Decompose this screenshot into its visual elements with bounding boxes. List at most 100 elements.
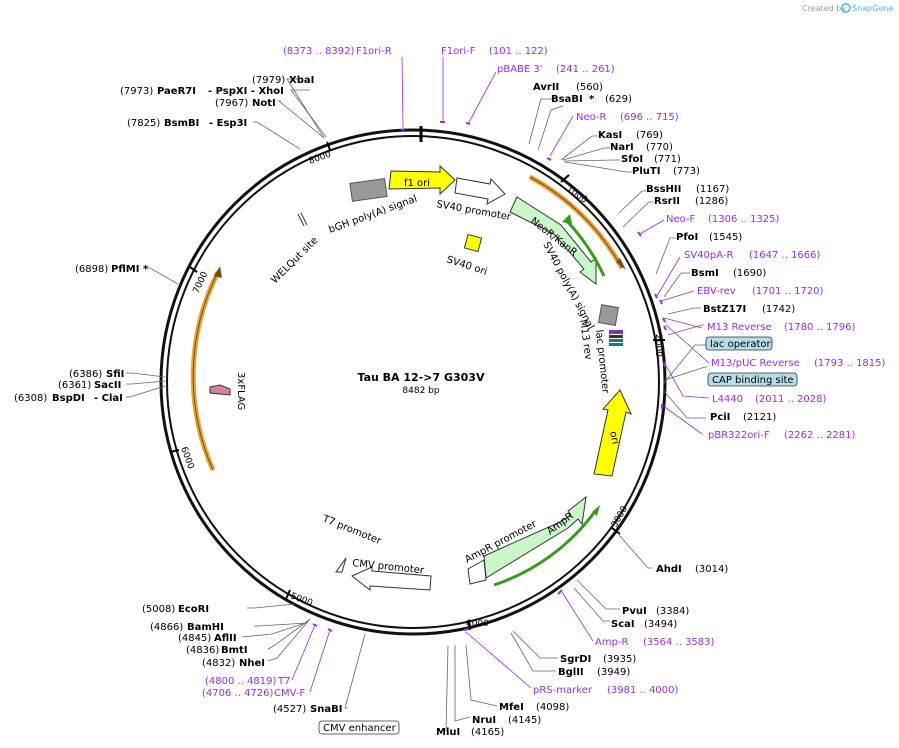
primer-l4440[interactable]: L4440(2011 .. 2028) [712,394,827,405]
site-noti[interactable]: NotI(7967) [215,98,276,109]
site-mfei[interactable]: MfeI(4098) [499,702,569,713]
site-pvui[interactable]: PvuI(3384) [622,606,689,617]
site-bamhi[interactable]: BamHI (4866) [150,622,224,633]
site-nhei[interactable]: NheI(4832) [202,658,265,669]
svg-text:SgrDI: SgrDI [560,654,591,665]
svg-text:SV40 ori: SV40 ori [445,254,488,277]
f1-ori-feature[interactable]: f1 ori [388,164,456,196]
svg-text:(773): (773) [673,166,700,177]
site-pflmi[interactable]: PflMI*(6898) [75,264,149,275]
primer-f1ori-f[interactable]: F1ori-F(101 .. 122) [441,46,548,57]
svg-text:(4866): (4866) [150,622,183,633]
ori-feature[interactable]: ori [593,389,632,477]
site-pfoi[interactable]: PfoI(1545) [676,232,742,243]
primer-pbabe3[interactable]: pBABE 3'(241 .. 261) [497,64,615,75]
site-rsrii[interactable]: RsrII (1286) [654,196,728,207]
primer-t7[interactable]: T7(4800 .. 4819) [205,676,290,687]
credit-text: Created by [802,4,846,13]
ampr-feature[interactable]: AmpR [483,495,587,579]
svg-text:CAP binding site: CAP binding site [712,375,794,386]
site-bstz17i[interactable]: BstZ17I(1742) [703,304,795,315]
svg-text:(6386): (6386) [69,369,102,380]
svg-text:AhdI: AhdI [656,564,682,575]
primer-m13-reverse[interactable]: M13 Reverse(1780 .. 1796) [707,322,856,333]
site-sfii[interactable]: SfiI(6386) [69,369,124,380]
svg-text:(3949): (3949) [597,667,630,678]
svg-text:(7973): (7973) [120,86,153,97]
svg-text:SacII: SacII [94,380,121,391]
primer-cmv-f[interactable]: CMV-F(4706 .. 4726) [202,688,305,699]
svg-text:SfoI: SfoI [621,154,643,165]
cmv-enhancer-box[interactable]: CMV enhancer [318,720,400,735]
svg-text:(4165): (4165) [471,727,504,738]
site-paer7i[interactable]: PaeR7I- PspXI - XhoI(7973) [120,86,284,97]
site-ecori[interactable]: EcoRI(5008) [142,604,209,615]
site-nrui[interactable]: NruI(4145) [472,715,541,726]
snapgene-logo [841,3,851,13]
svg-text:(4527): (4527) [273,704,306,715]
svg-text:BamHI: BamHI [187,622,224,633]
site-bmti[interactable]: BmtI(4836) [186,645,248,656]
tick-2000: 2000 [653,334,665,357]
tick-8000: 8000 [308,141,333,167]
svg-text:ori: ori [607,430,620,445]
site-bglii[interactable]: BglII (3949) [558,667,630,678]
svg-text:ScaI: ScaI [611,619,635,630]
site-sacii[interactable]: SacII(6361) [58,380,121,391]
svg-text:pBR322ori-F: pBR322ori-F [708,430,770,441]
primer-neo-f[interactable]: Neo-F(1306 .. 1325) [666,214,780,225]
svg-text:SV40pA-R: SV40pA-R [684,250,733,261]
primer-m13-puc-reverse[interactable]: M13/pUC Reverse(1793 .. 1815) [711,358,886,369]
primer-f1ori-r[interactable]: F1ori-R(8373 .. 8392) [283,46,392,57]
site-kasi[interactable]: KasI(769) [598,130,663,141]
svg-text:(6898): (6898) [75,264,108,275]
site-bsmi[interactable]: BsmI(1690) [691,268,766,279]
cmv-promoter-feature[interactable]: CMV promoter [351,558,432,592]
svg-text:BglII: BglII [558,667,584,678]
site-aflii[interactable]: AflII(4845) [178,633,237,644]
site-pcii[interactable]: PciI(2121) [710,412,776,423]
svg-text:MfeI: MfeI [499,702,524,713]
site-mlui[interactable]: MluI(4165) [436,727,504,738]
svg-text:BsmI: BsmI [691,268,719,279]
site-xbai[interactable]: XbaI(7979) [252,75,314,86]
site-avrii[interactable]: AvrII(560) [533,82,603,93]
cap-binding-site-box[interactable]: CAP binding site [707,372,798,387]
primer-ebv-rev[interactable]: EBV-rev(1701 .. 1720) [697,286,824,297]
svg-text:*: * [589,94,595,105]
orange-arc-1 [528,174,626,270]
site-pluti[interactable]: PluTI(773) [632,166,700,177]
lac-operator-box[interactable]: lac operator [705,336,773,351]
primer-sv40pa-r[interactable]: SV40pA-R(1647 .. 1666) [684,250,821,261]
primer-pbr322ori-f[interactable]: pBR322ori-F(2262 .. 2281) [708,430,856,441]
svg-text:(3981 .. 4000): (3981 .. 4000) [607,685,679,696]
site-ahdi[interactable]: AhdI(3014) [656,564,728,575]
site-scai[interactable]: ScaI(3494) [611,619,677,630]
svg-text:(1286): (1286) [695,196,728,207]
svg-text:NarI: NarI [610,142,634,153]
site-bsabi[interactable]: BsaBI*(629) [551,94,632,105]
svg-text:NheI: NheI [239,658,265,669]
primer-amp-r[interactable]: Amp-R(3564 .. 3583) [595,637,715,648]
svg-text:(3384): (3384) [656,606,689,617]
site-bsshii[interactable]: BssHII(1167) [646,184,729,195]
site-sgrdi[interactable]: SgrDI(3935) [560,654,636,665]
primer-prs-marker[interactable]: pRS-marker(3981 .. 4000) [533,685,679,696]
svg-text:lac operator: lac operator [710,339,771,350]
site-sfoi[interactable]: SfoI(771) [621,154,681,165]
sv40-polya-box [597,304,620,327]
svg-text:EBV-rev: EBV-rev [697,286,736,297]
svg-text:(4836): (4836) [186,645,219,656]
svg-text:F1ori-F: F1ori-F [441,46,476,57]
svg-text:RsrII: RsrII [654,196,680,207]
flag-tag-feature[interactable]: 3xFLAG [209,372,246,410]
primer-neo-r[interactable]: Neo-R(696 .. 715) [576,112,679,123]
site-nari[interactable]: NarI(770) [610,142,673,153]
svg-text:(1793 .. 1815): (1793 .. 1815) [814,358,886,369]
svg-text:BspDI: BspDI [52,393,85,404]
site-bspdi[interactable]: BspDI- ClaI(6308) [14,393,123,404]
svg-text:f1 ori: f1 ori [404,178,430,189]
site-snabi[interactable]: SnaBI(4527) [273,704,342,715]
site-bsmbi[interactable]: BsmBI- Esp3I(7825) [127,118,247,129]
tick-4000: 4000 [466,619,489,631]
